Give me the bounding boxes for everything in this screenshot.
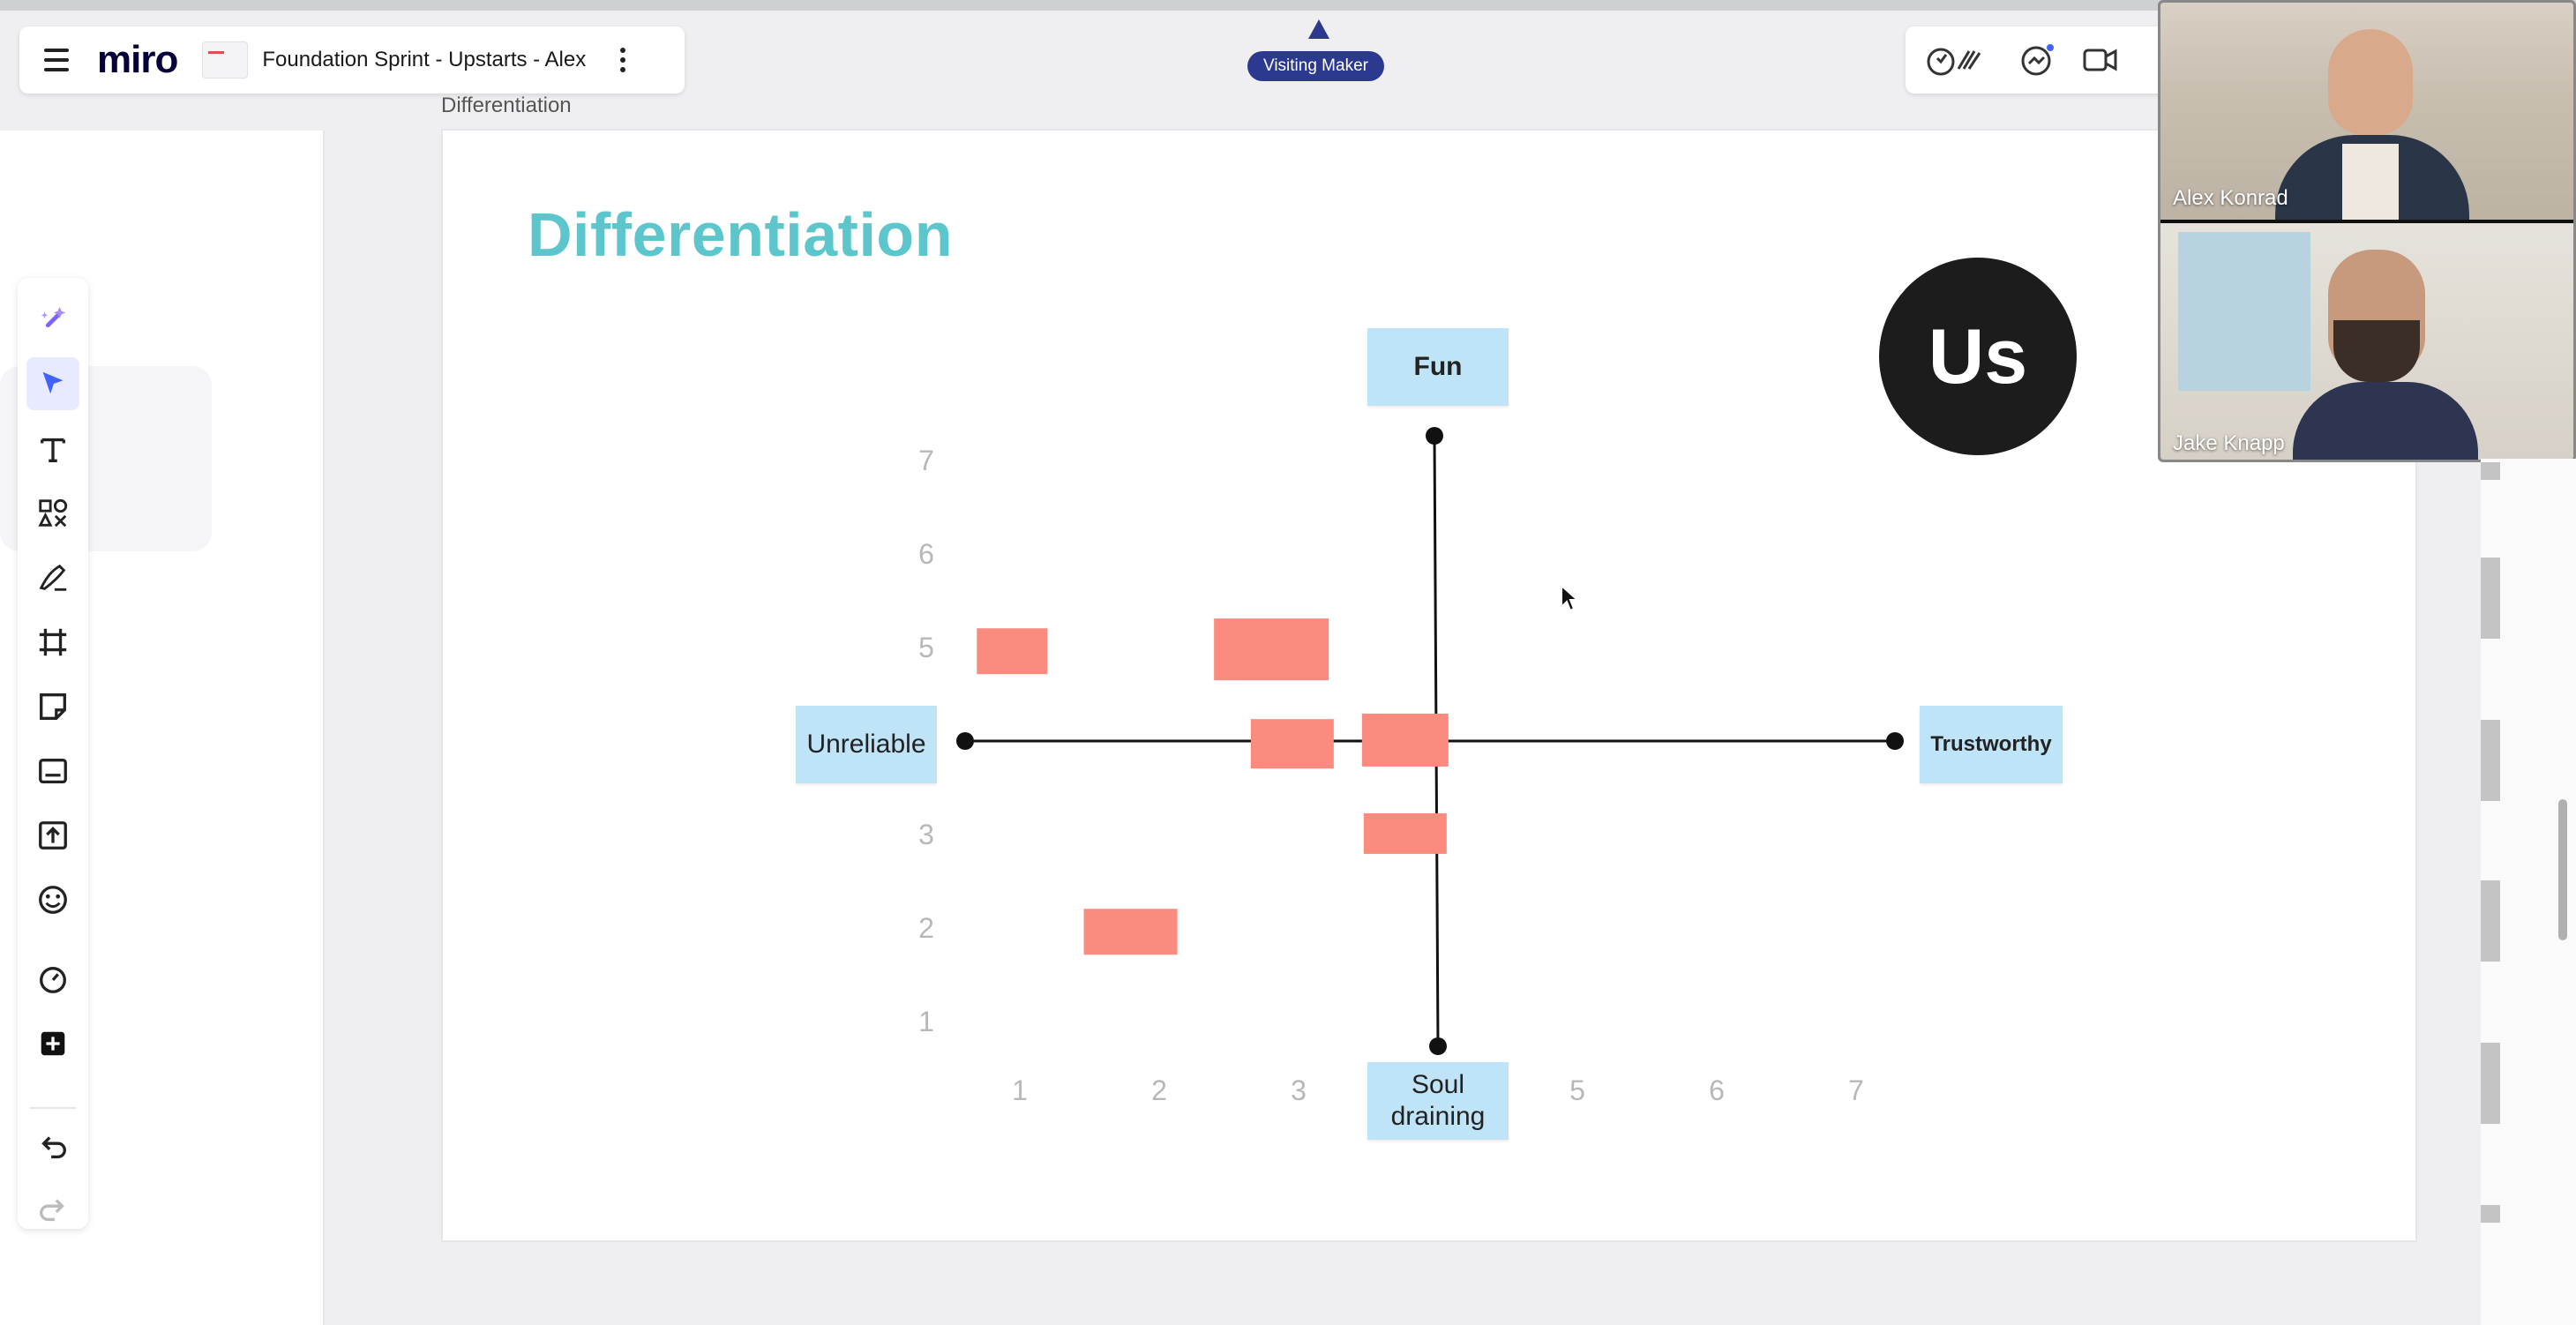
video-call-icon[interactable] xyxy=(2082,44,2119,76)
axis-label-top[interactable]: Fun xyxy=(1367,328,1509,406)
chat-icon[interactable] xyxy=(2018,42,2056,79)
axis-label-bottom-line1: Soul xyxy=(1411,1070,1465,1099)
top-strip xyxy=(0,0,2576,11)
scroll-marker xyxy=(2481,1205,2500,1223)
axis-endpoint xyxy=(956,732,974,750)
x-tick-label: 5 xyxy=(1569,1074,1585,1106)
data-point-sticky[interactable] xyxy=(1363,812,1447,854)
scroll-marker xyxy=(2481,880,2500,962)
collaborator-badge[interactable]: Visiting Maker xyxy=(1247,51,1384,81)
board-thumbnail[interactable] xyxy=(202,41,249,79)
board-title[interactable]: Foundation Sprint - Upstarts - Alex xyxy=(262,48,587,71)
participant-beard xyxy=(2333,320,2420,382)
scroll-marker xyxy=(2481,558,2500,639)
y-tick-label: 3 xyxy=(918,819,934,850)
frame-label[interactable]: Differentiation xyxy=(441,94,572,117)
y-tick-label: 7 xyxy=(918,445,934,476)
participant-face xyxy=(2328,29,2413,135)
vertical-scrollbar[interactable] xyxy=(2558,799,2567,940)
x-tick-label: 6 xyxy=(1709,1074,1725,1106)
scroll-marker xyxy=(2481,462,2500,480)
y-tick-label: 1 xyxy=(918,1006,934,1037)
reactions-icon[interactable] xyxy=(1925,42,1987,78)
timer-icon[interactable] xyxy=(26,953,79,1006)
data-point-sticky[interactable] xyxy=(1250,719,1334,769)
axis-endpoint xyxy=(1429,1037,1447,1055)
x-tick-label: 7 xyxy=(1848,1074,1864,1106)
participant-name: Alex Konrad xyxy=(2173,186,2288,210)
axis-label-left[interactable]: Unreliable xyxy=(796,706,937,783)
video-call-panel: Alex Konrad Jake Knapp xyxy=(2158,0,2576,462)
x-tick-label: 2 xyxy=(1151,1074,1167,1106)
x-tick-label: 3 xyxy=(1291,1074,1307,1106)
redo-icon[interactable] xyxy=(26,1183,79,1236)
frame-heading[interactable]: Differentiation xyxy=(528,200,953,269)
us-avatar[interactable]: Us xyxy=(1879,258,2077,455)
undo-icon[interactable] xyxy=(26,1120,79,1173)
pen-tool-icon[interactable] xyxy=(26,551,79,604)
axis-label-bottom[interactable]: Soul draining xyxy=(1367,1062,1509,1140)
text-tool-icon[interactable] xyxy=(26,423,79,475)
ai-assist-icon[interactable] xyxy=(26,294,79,347)
main-menu-button[interactable] xyxy=(39,41,76,79)
collaborator-cursor-icon xyxy=(1308,19,1329,39)
data-point-sticky[interactable] xyxy=(1361,713,1449,767)
axis-label-bottom-line2: draining xyxy=(1390,1102,1486,1131)
y-tick-label: 5 xyxy=(918,632,934,663)
scroll-marker xyxy=(2481,1043,2500,1124)
shapes-tool-icon[interactable] xyxy=(26,487,79,540)
board-header: miro Foundation Sprint - Upstarts - Alex xyxy=(19,26,685,94)
card-tool-icon[interactable] xyxy=(26,745,79,797)
y-tick-label: 2 xyxy=(918,912,934,944)
y-tick-label: 6 xyxy=(918,538,934,570)
participant-tile[interactable]: Jake Knapp xyxy=(2160,223,2573,460)
axis-label-right[interactable]: Trustworthy xyxy=(1920,706,2063,783)
creation-toolbar xyxy=(18,278,88,1229)
mouse-cursor-icon xyxy=(1561,584,1579,612)
board-options-button[interactable] xyxy=(616,48,630,72)
frame xyxy=(441,129,2417,1242)
data-point-sticky[interactable] xyxy=(1083,909,1178,955)
select-tool-icon[interactable] xyxy=(26,357,79,410)
sticky-note-icon[interactable] xyxy=(26,680,79,733)
data-point-sticky[interactable] xyxy=(977,628,1048,675)
upload-icon[interactable] xyxy=(26,809,79,862)
x-tick-label: 1 xyxy=(1012,1074,1028,1106)
participant-tile[interactable]: Alex Konrad xyxy=(2160,3,2573,220)
participant-name: Jake Knapp xyxy=(2173,431,2285,455)
participant-shirt xyxy=(2342,144,2399,220)
frame-tool-icon[interactable] xyxy=(26,616,79,669)
wall-map xyxy=(2178,232,2310,391)
collaboration-toolbar xyxy=(1906,26,2170,94)
scroll-marker xyxy=(2481,720,2500,801)
toolbar-divider xyxy=(30,1107,76,1109)
axis-endpoint xyxy=(1426,427,1443,445)
stickers-icon[interactable] xyxy=(26,873,79,926)
add-more-icon[interactable] xyxy=(26,1017,79,1070)
axis-endpoint xyxy=(1886,732,1904,750)
participant-body xyxy=(2293,382,2478,460)
miro-logo[interactable]: miro xyxy=(97,38,178,81)
data-point-sticky[interactable] xyxy=(1214,618,1329,681)
